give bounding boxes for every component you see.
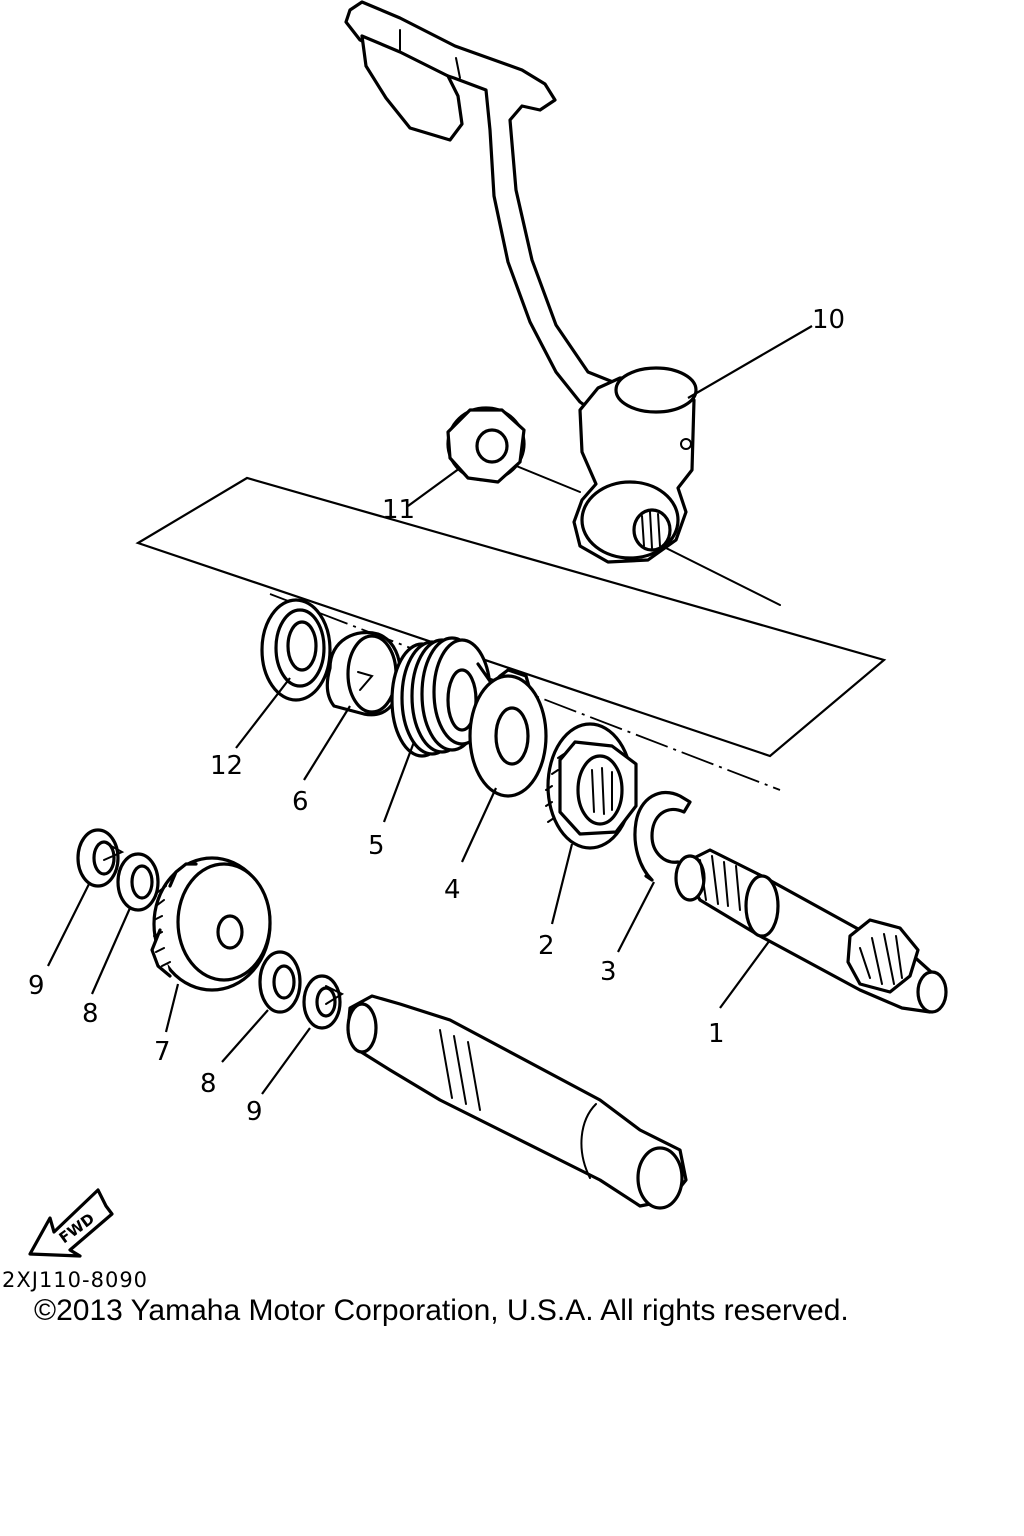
leader-lines: [47, 325, 813, 1095]
circlip-center: [302, 974, 345, 1030]
idle-shaft: [346, 994, 688, 1210]
kick-shaft: [674, 848, 948, 1014]
copyright-notice: ©2013 Yamaha Motor Corporation, U.S.A. A…: [34, 1294, 849, 1327]
callout-7: 7: [154, 1037, 171, 1067]
callout-2: 2: [538, 931, 555, 961]
callout-3: 3: [600, 957, 617, 987]
circlip: [633, 790, 692, 882]
callout-5: 5: [368, 831, 385, 861]
callout-4: 4: [444, 875, 461, 905]
callout-6: 6: [292, 787, 309, 817]
washer-left: [116, 852, 160, 912]
kit-outline-box: [135, 476, 887, 758]
washer: [468, 674, 548, 798]
washer-center: [258, 950, 302, 1014]
circlip-left: [76, 828, 125, 888]
axis-line-crank: [649, 539, 781, 606]
callout-12: 12: [210, 751, 243, 781]
callout-8-left: 8: [82, 999, 99, 1029]
callout-9-center: 9: [246, 1097, 263, 1127]
oil-seal: [260, 598, 332, 702]
callout-11: 11: [382, 495, 415, 525]
nut: [446, 406, 526, 484]
callout-9-left: 9: [28, 971, 45, 1001]
diagram-code: 2XJ110-8090: [2, 1268, 149, 1292]
ratchet-wheel: [545, 722, 638, 850]
kick-idle-gear: [150, 856, 272, 992]
callout-10: 10: [812, 305, 845, 335]
spring-guide: [325, 631, 402, 717]
fwd-arrow: FWD: [28, 1188, 114, 1258]
callout-1: 1: [708, 1019, 725, 1049]
kick-crank: [344, 0, 698, 564]
callout-8-center: 8: [200, 1069, 217, 1099]
